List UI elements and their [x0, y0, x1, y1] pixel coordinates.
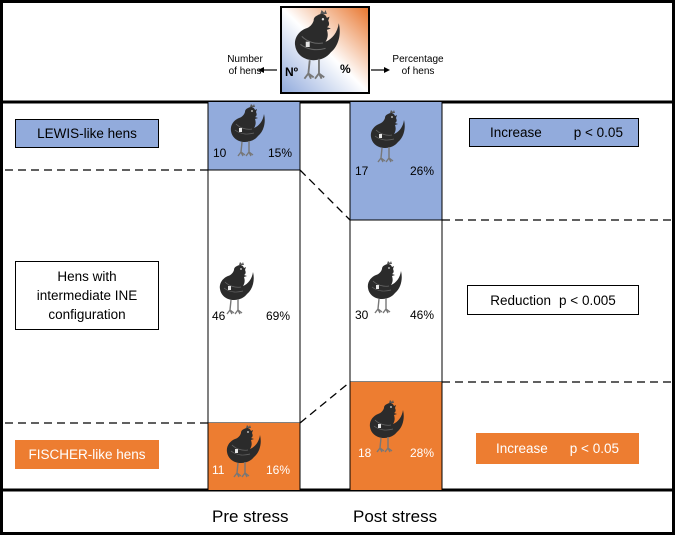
fischer-label-box: FISCHER-like hens [15, 440, 159, 469]
post-fischer-cell [350, 382, 442, 490]
hen-icon [369, 400, 404, 453]
number-symbol: Nº [285, 65, 299, 79]
post-intermediate-percent: 46% [410, 308, 435, 322]
percent-symbol: % [340, 62, 351, 76]
pre-fischer-count: 11 [212, 463, 225, 477]
intermediate-label-box: Hens with intermediate INE configuration [15, 261, 159, 330]
post-stress-label: Post stress [353, 507, 438, 526]
pre-intermediate-count: 46 [212, 309, 226, 323]
pre-lewis-count: 10 [213, 146, 227, 160]
hen-icon [367, 261, 402, 314]
dashed-separators [5, 169, 672, 424]
hen-icon [294, 10, 340, 80]
pre-intermediate-cell [207, 169, 301, 424]
number-of-hens-label: Number of hens [227, 54, 263, 77]
pre-stress-label: Pre stress [212, 507, 289, 526]
pre-fischer-percent: 16% [266, 463, 291, 477]
pre-lewis-percent: 15% [268, 146, 293, 160]
post-intermediate-count: 30 [355, 308, 369, 322]
lewis-label-box: LEWIS-like hens [15, 119, 159, 148]
pre-intermediate-percent: 69% [266, 309, 291, 323]
percentage-of-hens-label: Percentage of hens [392, 54, 444, 77]
post-fischer-percent: 28% [410, 446, 435, 460]
hen-icon [226, 425, 261, 478]
post-fischer-count: 18 [358, 446, 372, 460]
post-lewis-percent: 26% [410, 164, 435, 178]
post-lewis-count: 17 [355, 164, 369, 178]
hen-icon [370, 110, 405, 163]
hen-icon [230, 104, 265, 157]
hen-icon [219, 262, 254, 315]
